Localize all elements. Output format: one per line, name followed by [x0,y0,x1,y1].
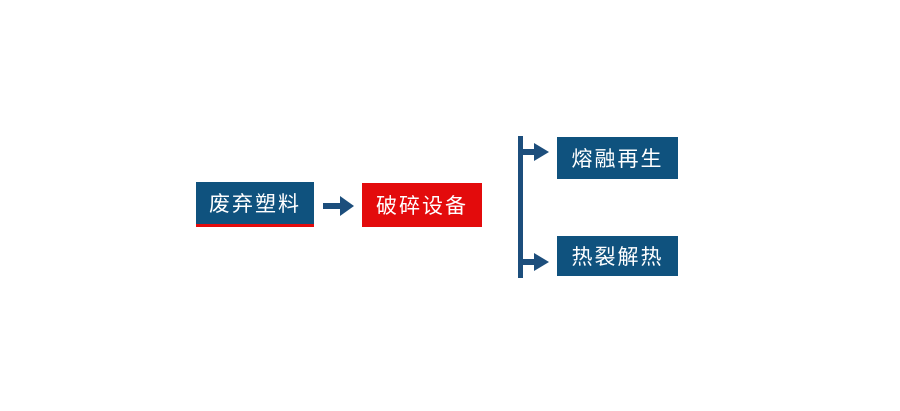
node-waste-plastic: 废弃塑料 [196,182,314,227]
node-thermal-pyrolysis-label: 热裂解热 [571,246,664,269]
node-waste-plastic-label: 废弃塑料 [209,193,301,216]
node-crushing-equipment-label: 破碎设备 [376,195,468,218]
arrow-right-icon [323,193,355,219]
branch-connector-icon [516,134,552,282]
node-crushing-equipment: 破碎设备 [362,183,482,227]
node-melt-regeneration-label: 熔融再生 [571,148,664,171]
node-thermal-pyrolysis: 热裂解热 [557,236,678,276]
node-melt-regeneration: 熔融再生 [557,137,678,179]
